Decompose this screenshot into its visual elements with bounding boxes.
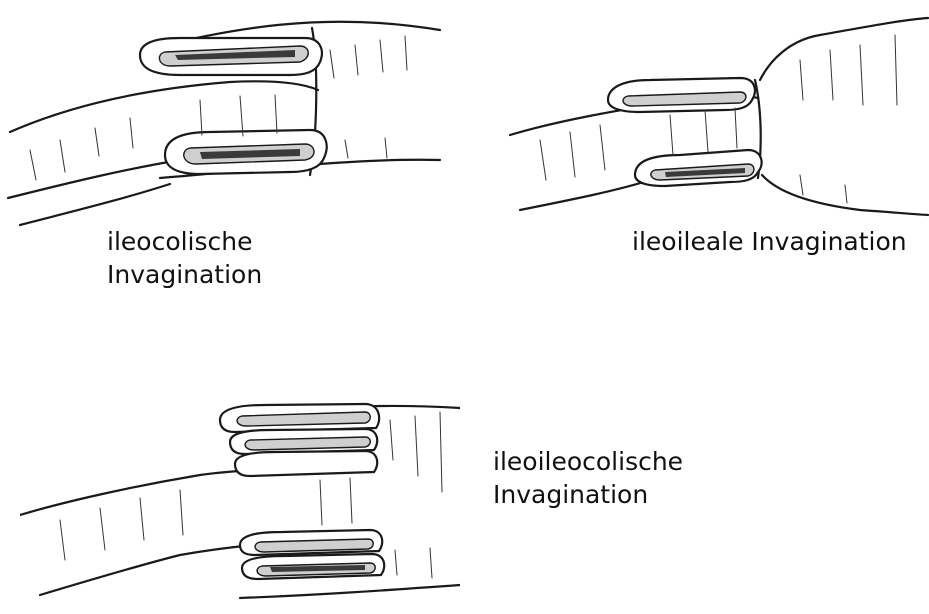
ileocolic-label-line1: ileocolische	[107, 225, 262, 258]
ileocolic-label-line2: Invagination	[107, 258, 262, 291]
ileoileal-label-line1: ileoileale Invagination	[632, 225, 907, 258]
ileoileocolic-label-line2: Invagination	[493, 478, 683, 511]
ileoileal-label: ileoileale Invagination	[632, 225, 907, 258]
ileocolic-label: ileocolische Invagination	[107, 225, 262, 291]
ileoileocolic-label-line1: ileoileocolische	[493, 445, 683, 478]
ileoileocolic-label: ileoileocolische Invagination	[493, 445, 683, 511]
ileoileocolic-intussusception-drawing	[20, 380, 460, 614]
ileoileal-intussusception-drawing	[500, 0, 929, 230]
ileocolic-intussusception-drawing	[0, 0, 460, 240]
